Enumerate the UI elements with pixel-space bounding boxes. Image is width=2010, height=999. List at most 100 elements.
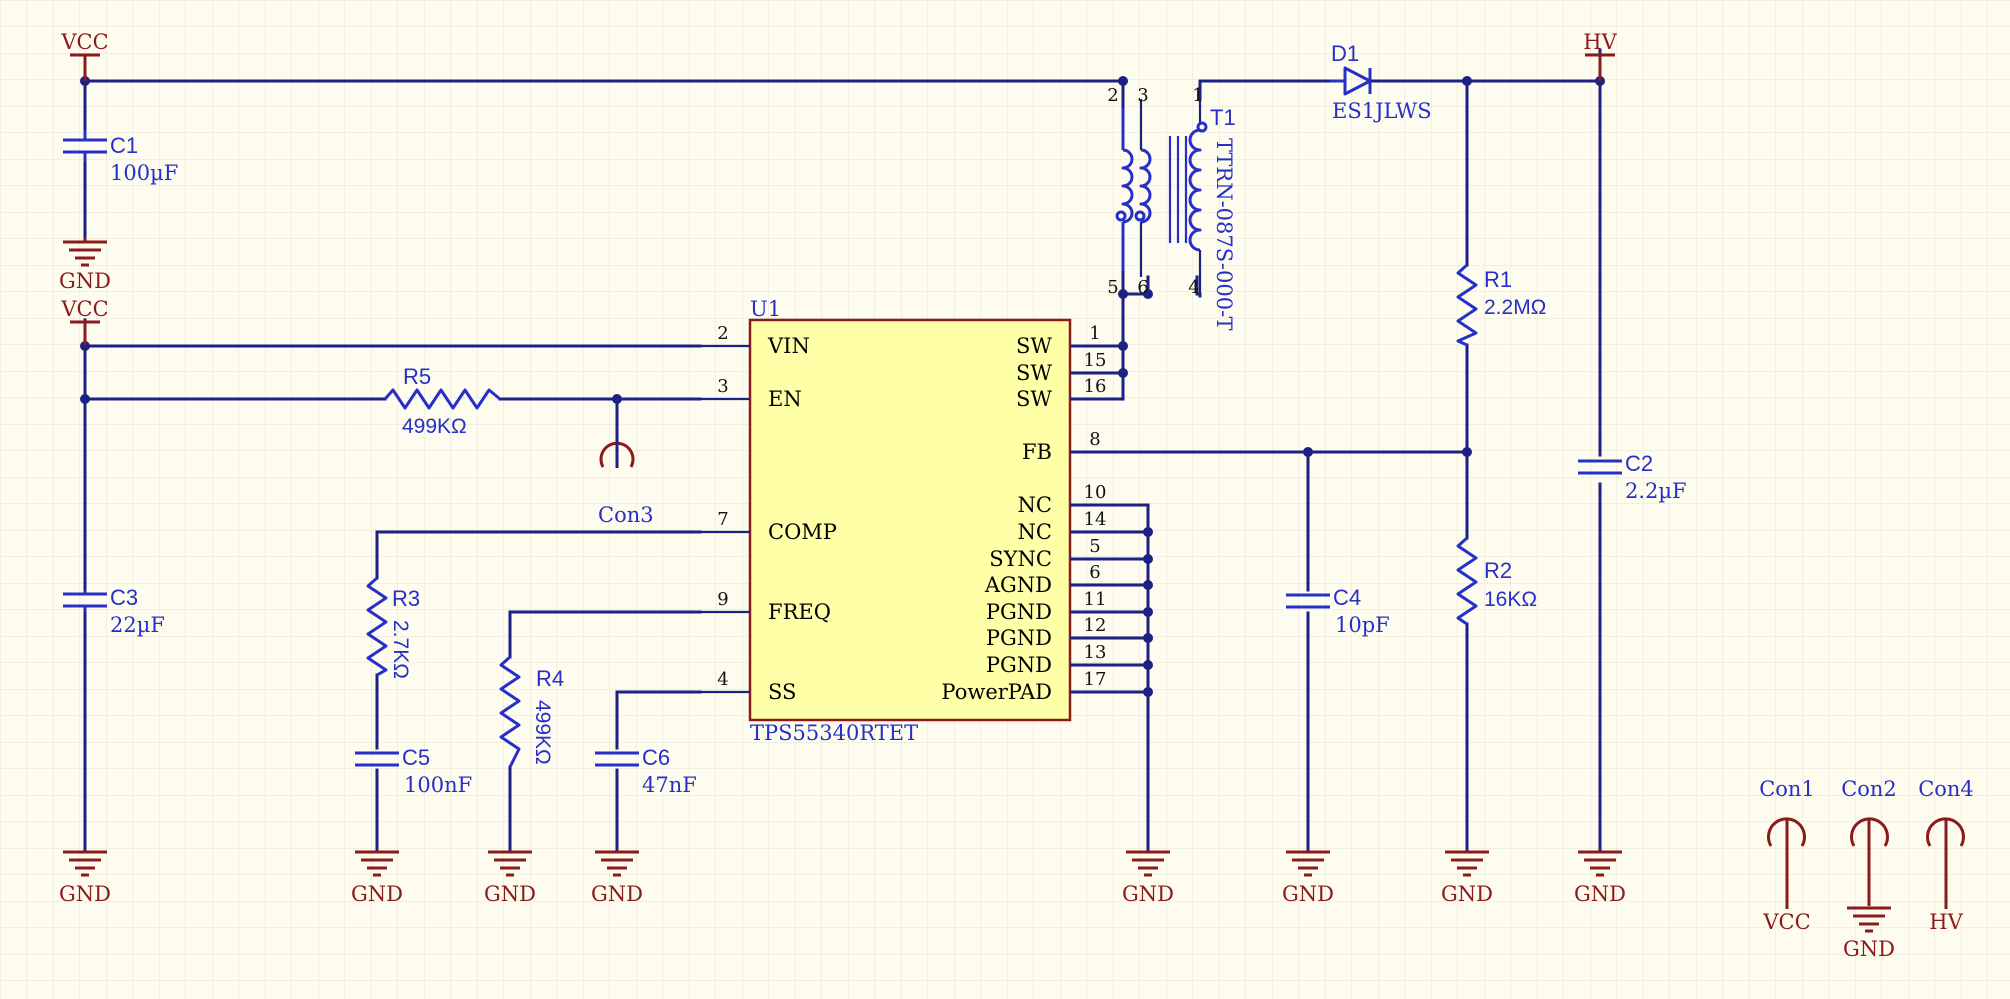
u1-pin-number: 14 (1084, 509, 1107, 530)
c6-value: 47nF (642, 773, 697, 797)
junction-dot (1118, 76, 1128, 86)
resistor-r3[interactable]: R3 2.7KΩ (366, 576, 420, 679)
u1-pin-en: 3EN (700, 376, 802, 411)
u1-pin-number: 9 (717, 589, 728, 610)
r1-designator: R1 (1484, 267, 1512, 292)
u1-part-number: TPS55340RTET (750, 721, 918, 745)
resistor-r5[interactable]: R5 499KΩ (383, 364, 501, 438)
junction-dot (612, 394, 622, 404)
u1-pin-number: 12 (1084, 615, 1107, 636)
t1-pin-6: 6 (1137, 277, 1148, 298)
gnd-symbol-r2: GND (1441, 850, 1493, 906)
junction-dot (1143, 633, 1153, 643)
transformer-t1[interactable]: 2 3 1 5 6 4 T1 TTRN-087S-000-T (1107, 85, 1236, 330)
con2-label: Con2 (1841, 777, 1897, 801)
junction-dot (1143, 580, 1153, 590)
con2-net: GND (1843, 937, 1895, 961)
capacitor-c1[interactable]: C1 100µF (63, 130, 178, 185)
u1-pin-name: SW (1016, 361, 1052, 385)
u1-pin-number: 4 (717, 669, 728, 690)
u1-pin-fb: 8FB (1022, 429, 1123, 464)
u1-pin-name: EN (768, 387, 802, 411)
vcc-label: VCC (60, 30, 108, 54)
u1-pin-name: PGND (986, 653, 1052, 677)
junctions (80, 76, 1605, 697)
diode-d1[interactable]: D1 ES1JLWS (1330, 41, 1432, 123)
junction-dot (1143, 554, 1153, 564)
gnd-label: GND (1441, 882, 1493, 906)
capacitor-c2[interactable]: C2 2.2µF (1578, 451, 1687, 503)
r5-value: 499KΩ (402, 415, 467, 438)
u1-pin-number: 17 (1084, 669, 1107, 690)
gnd-label: GND (1282, 882, 1334, 906)
r4-designator: R4 (536, 666, 564, 691)
gnd-symbol-r4: GND (484, 850, 536, 906)
u1-pin-number: 11 (1084, 589, 1107, 610)
junction-dot (1462, 447, 1472, 457)
gnd-label: GND (59, 882, 111, 906)
t1-pin-5: 5 (1107, 277, 1118, 298)
t1-designator: T1 (1210, 105, 1236, 130)
con3-label: Con3 (598, 503, 654, 527)
u1-pin-number: 1 (1089, 323, 1100, 344)
u1-pin-name: FB (1022, 440, 1052, 464)
capacitor-c6[interactable]: C6 47nF (595, 745, 697, 797)
gnd-label: GND (1574, 882, 1626, 906)
junction-dot (80, 394, 90, 404)
con4-label: Con4 (1918, 777, 1974, 801)
u1-pin-number: 13 (1084, 642, 1107, 663)
u1-pin-name: SW (1016, 334, 1052, 358)
gnd-symbol-u1: GND (1122, 850, 1174, 906)
t1-pin-1: 1 (1192, 85, 1203, 106)
capacitor-c4[interactable]: C4 10pF (1286, 585, 1390, 637)
junction-dot (1143, 660, 1153, 670)
resistor-r1[interactable]: R1 2.2MΩ (1456, 263, 1546, 347)
connector-con1[interactable]: Con1 VCC (1759, 777, 1815, 934)
u1-pin-name: SYNC (989, 547, 1052, 571)
u1-pin-number: 6 (1089, 562, 1100, 583)
c4-designator: C4 (1333, 585, 1361, 610)
u1-pin-name: NC (1018, 520, 1052, 544)
u1-pin-ss: 4SS (700, 669, 796, 704)
gnd-symbol-c6: GND (591, 850, 643, 906)
gnd-label: GND (1122, 882, 1174, 906)
r1-value: 2.2MΩ (1484, 296, 1546, 319)
junction-dot (1303, 447, 1313, 457)
u1-pin-name: VIN (767, 334, 810, 358)
junction-dot (1143, 527, 1153, 537)
t1-value: TTRN-087S-000-T (1212, 138, 1236, 330)
capacitor-c5[interactable]: C5 100nF (355, 745, 472, 797)
c3-designator: C3 (110, 585, 138, 610)
u1-pin-name: COMP (768, 520, 837, 544)
d1-designator: D1 (1331, 41, 1359, 66)
t1-pin-2: 2 (1107, 85, 1118, 106)
gnd-label: GND (484, 882, 536, 906)
u1-pin-number: 8 (1089, 429, 1100, 450)
junction-dot (1143, 289, 1153, 299)
connector-con2[interactable]: Con2 GND (1841, 777, 1897, 961)
resistor-r4[interactable]: R4 499KΩ (499, 655, 564, 768)
con1-label: Con1 (1759, 777, 1815, 801)
resistor-r2[interactable]: R2 16KΩ (1456, 536, 1537, 626)
capacitor-c3[interactable]: C3 22µF (63, 585, 165, 637)
t1-pin-3: 3 (1137, 85, 1148, 106)
r3-designator: R3 (392, 586, 420, 611)
c3-value: 22µF (110, 613, 165, 637)
connector-con3[interactable]: Con3 (598, 432, 654, 527)
connector-con4[interactable]: Con4 HV (1918, 777, 1974, 934)
hv-label: HV (1583, 30, 1617, 54)
u1-pin-name: SS (768, 680, 796, 704)
u1-pin-name: PowerPAD (941, 680, 1052, 704)
u1-pin-name: NC (1018, 493, 1052, 517)
junction-dot (1143, 607, 1153, 617)
c4-value: 10pF (1335, 613, 1390, 637)
